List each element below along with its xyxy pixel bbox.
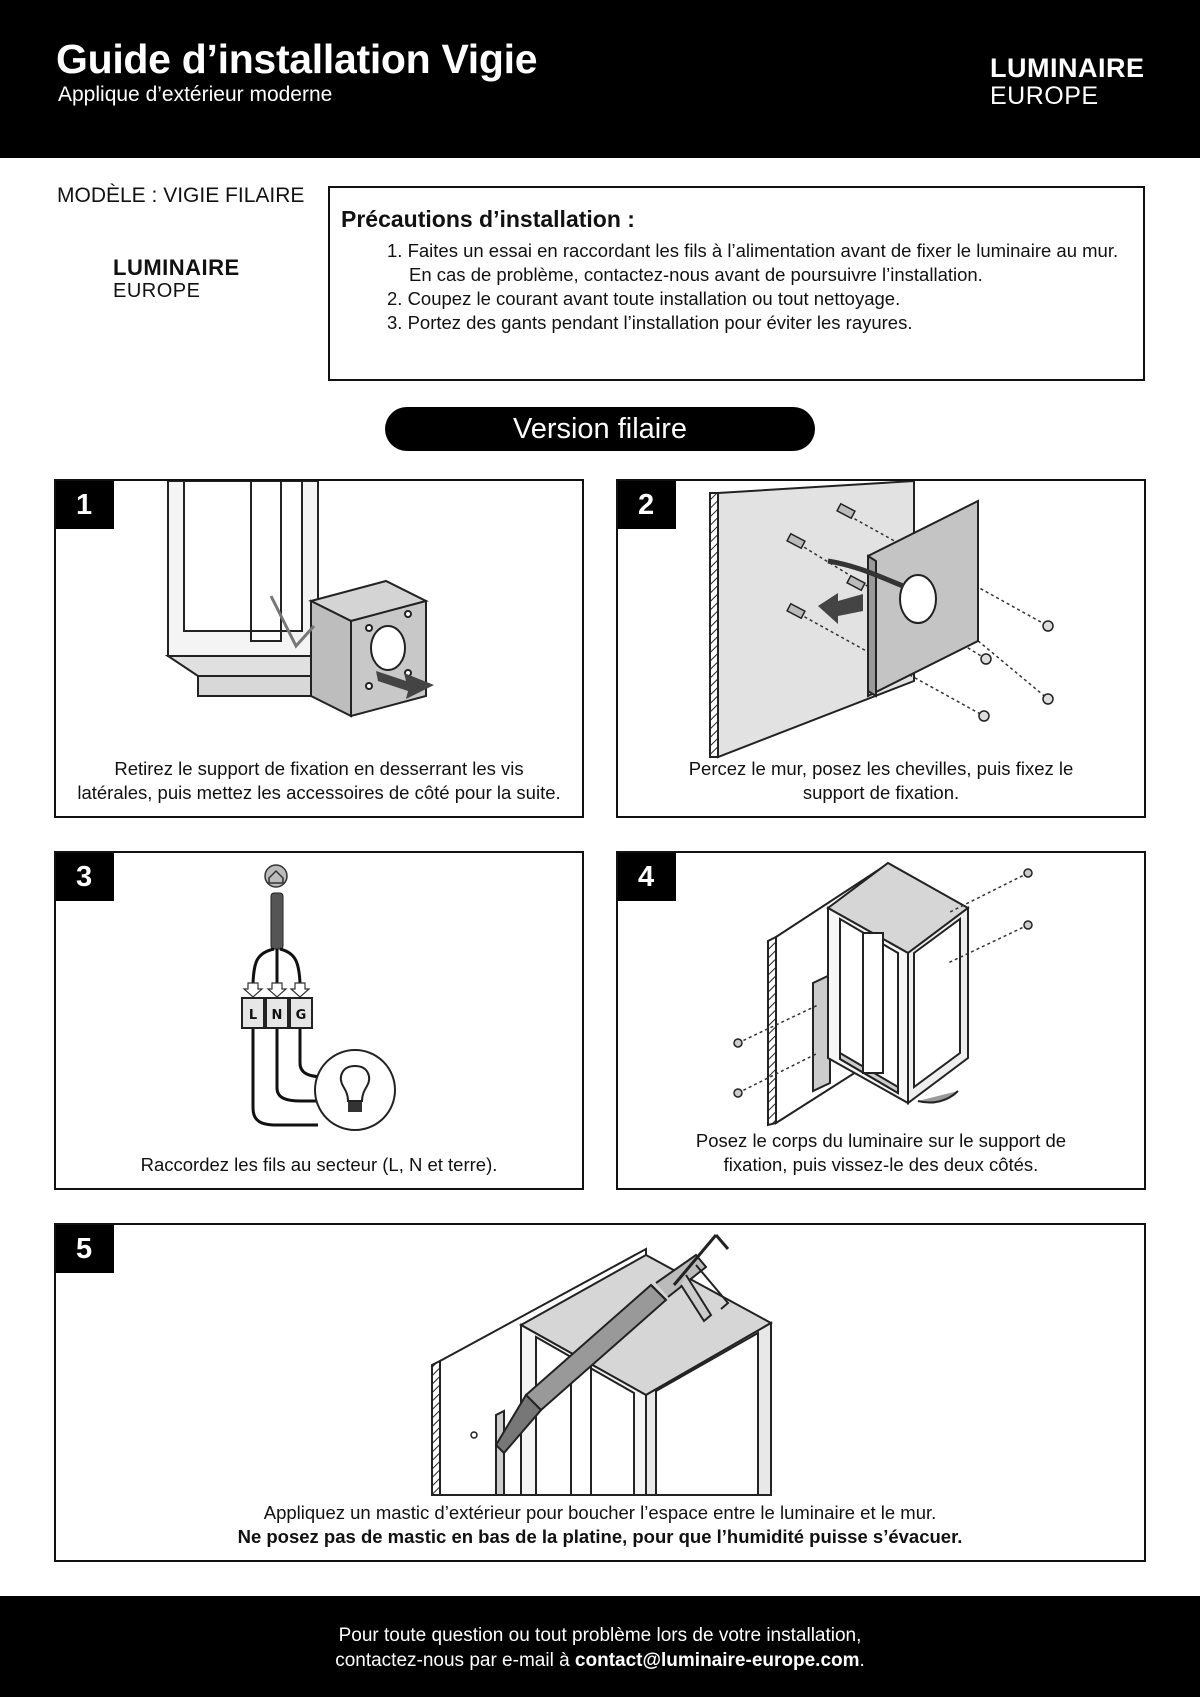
step-caption-warning: Ne posez pas de mastic en bas de la plat… (237, 1526, 963, 1547)
wall-drilling-illustration (709, 481, 1054, 759)
remove-bracket-illustration (164, 481, 434, 718)
step-4-panel: 4 Pos (616, 851, 1146, 1190)
footer-line2: contactez-nous par e-mail à contact@lumi… (0, 1648, 1200, 1673)
step-number: 1 (56, 481, 114, 529)
step-caption-line: fixation, puis vissez-le des deux côtés. (723, 1154, 1039, 1175)
footer-line2-suffix: . (859, 1650, 865, 1671)
step-caption-line: support de fixation. (802, 782, 960, 803)
step-caption-line: Retirez le support de fixation en desser… (114, 758, 524, 779)
sealant-gun-illustration (431, 1234, 774, 1496)
step-number: 4 (618, 853, 676, 901)
side-brand-logo: LUMINAIRE EUROPE (113, 255, 240, 302)
step-5-panel: 5 Appliquez un masti (54, 1223, 1146, 1562)
light-bulb-icon (314, 1049, 396, 1131)
footer-line1: Pour toute question ou tout problème lor… (338, 1625, 862, 1646)
step-caption-line: Appliquez un mastic d’extérieur pour bou… (263, 1502, 937, 1523)
step-caption-line: Percez le mur, posez les chevilles, puis… (688, 758, 1074, 779)
precautions-list: 1. Faites un essai en raccordant les fil… (387, 239, 1131, 335)
terminal-label-g: G (296, 1008, 307, 1023)
brand-line1: LUMINAIRE (990, 53, 1145, 83)
step-caption-line: Raccordez les fils au secteur (L, N et t… (140, 1154, 498, 1175)
step-caption-line: latérales, puis mettez les accessoires d… (77, 782, 561, 803)
step-2-panel: 2 (616, 479, 1146, 818)
page-title: Guide d’installation Vigie (56, 36, 538, 82)
wiring-diagram-illustration: L N G (241, 864, 396, 1131)
version-banner: Version filaire (385, 407, 815, 451)
side-brand-line2: EUROPE (113, 280, 201, 302)
step-3-panel: 3 L N G (54, 851, 584, 1190)
precaution-item: 2. Coupez le courant avant toute install… (387, 288, 901, 309)
model-label: MODÈLE : VIGIE FILAIRE (57, 184, 305, 207)
step-number: 3 (56, 853, 114, 901)
terminal-label-n: N (272, 1008, 283, 1023)
step-number: 5 (56, 1225, 114, 1273)
terminal-label-l: L (249, 1008, 257, 1023)
side-brand-line1: LUMINAIRE (113, 255, 240, 280)
precaution-item: 1. Faites un essai en raccordant les fil… (387, 240, 1119, 285)
header-brand-logo: LUMINAIRE EUROPE (990, 55, 1145, 109)
precautions-title: Précautions d’installation : (341, 206, 635, 232)
brand-line2: EUROPE (990, 82, 1099, 110)
step-number: 2 (618, 481, 676, 529)
precautions-box: Précautions d’installation : 1. Faites u… (328, 186, 1145, 381)
page-footer: Pour toute question ou tout problème lor… (0, 1596, 1200, 1697)
mains-home-icon (264, 864, 288, 888)
step-caption-line: Posez le corps du luminaire sur le suppo… (695, 1130, 1067, 1151)
contact-email-link[interactable]: contact@luminaire-europe.com (574, 1650, 860, 1671)
footer-line2-prefix: contactez-nous par e-mail à (335, 1650, 575, 1671)
page-header: Guide d’installation Vigie Applique d’ex… (0, 0, 1200, 158)
precaution-item: 3. Portez des gants pendant l’installati… (387, 312, 913, 333)
mount-body-illustration (733, 861, 1033, 1127)
step-1-panel: 1 Retirez le support de fixation en dess… (54, 479, 584, 818)
page-subtitle: Applique d’extérieur moderne (58, 83, 333, 106)
